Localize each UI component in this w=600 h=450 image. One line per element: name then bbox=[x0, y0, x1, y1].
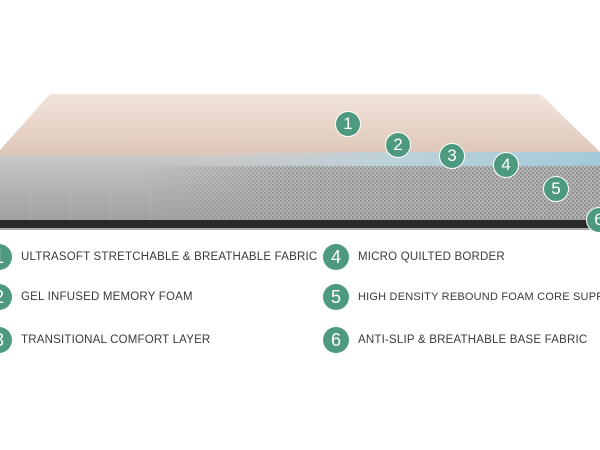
legend-item-6: 6 ANTI-SLIP & BREATHABLE BASE FABRIC bbox=[323, 327, 587, 353]
mattress-base bbox=[0, 220, 600, 228]
legend-badge: 5 bbox=[323, 284, 349, 310]
legend-label: MICRO QUILTED BORDER bbox=[358, 251, 505, 263]
callout-3: 3 bbox=[439, 143, 465, 169]
legend-item-5: 5 HIGH DENSITY REBOUND FOAM CORE SUPPORT bbox=[323, 284, 600, 310]
callout-4: 4 bbox=[493, 152, 519, 178]
legend-badge: 1 bbox=[0, 244, 12, 270]
legend-label: ANTI-SLIP & BREATHABLE BASE FABRIC bbox=[358, 334, 588, 346]
legend-badge: 2 bbox=[0, 284, 12, 310]
legend-label: HIGH DENSITY REBOUND FOAM CORE SUPPORT bbox=[358, 291, 600, 303]
legend-label: TRANSITIONAL COMFORT LAYER bbox=[21, 334, 211, 346]
legend-item-3: 3 TRANSITIONAL COMFORT LAYER bbox=[0, 327, 210, 353]
legend-item-1: 1 ULTRASOFT STRETCHABLE & BREATHABLE FAB… bbox=[0, 244, 317, 270]
quilted-mesh bbox=[140, 166, 600, 218]
legend-badge: 3 bbox=[0, 327, 12, 353]
legend-badge: 4 bbox=[323, 244, 349, 270]
legend-item-4: 4 MICRO QUILTED BORDER bbox=[323, 244, 505, 270]
legend-badge: 6 bbox=[323, 327, 349, 353]
legend-label: ULTRASOFT STRETCHABLE & BREATHABLE FABRI… bbox=[21, 251, 318, 263]
callout-2: 2 bbox=[385, 132, 411, 158]
callout-1: 1 bbox=[335, 111, 361, 137]
callout-5: 5 bbox=[543, 176, 569, 202]
legend-item-2: 2 GEL INFUSED MEMORY FOAM bbox=[0, 284, 193, 310]
mattress-top-fabric bbox=[0, 94, 600, 156]
legend-label: GEL INFUSED MEMORY FOAM bbox=[21, 291, 193, 303]
